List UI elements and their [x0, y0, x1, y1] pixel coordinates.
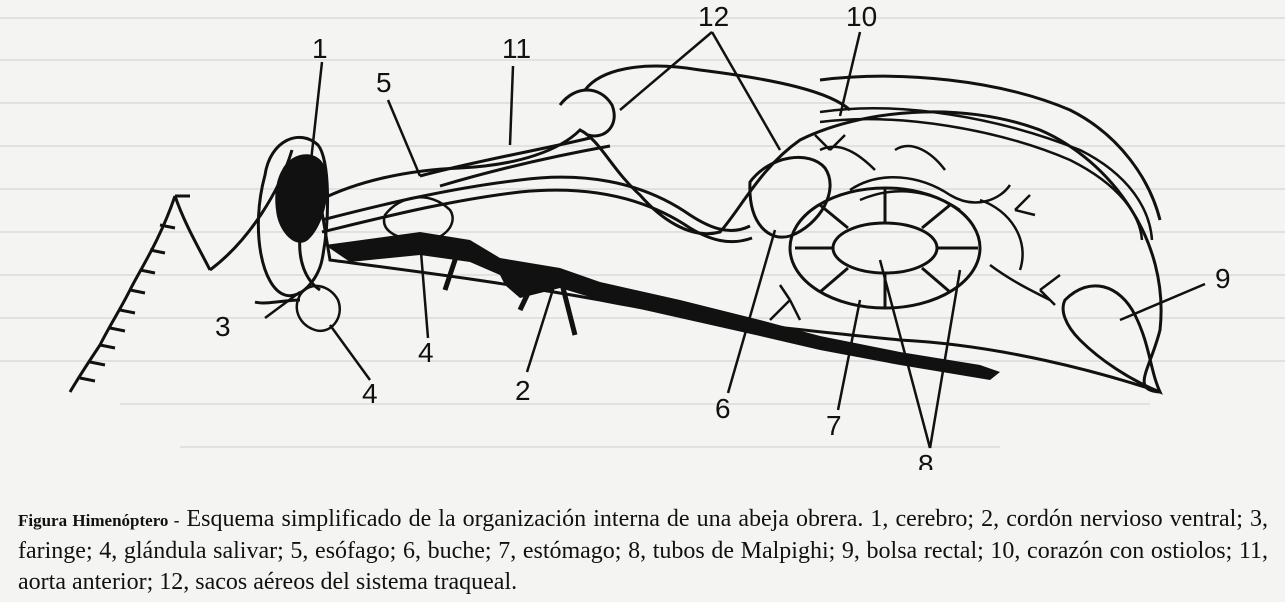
malpighian-tubules [819, 144, 1051, 302]
heart-vessel [819, 107, 1154, 241]
crop [748, 155, 832, 239]
figure-caption: Figura Himenóptero - Esquema simplificad… [18, 504, 1268, 598]
stomach [788, 186, 982, 310]
label-malpighian-tubules: 8 [918, 449, 934, 470]
pharynx [298, 235, 321, 292]
label-brain: 1 [312, 33, 328, 64]
label-tracheal-air-sacs: 12 [698, 1, 729, 32]
caption-label: Figura Himenóptero - [18, 511, 180, 530]
label-heart: 10 [846, 1, 877, 32]
rectal-sac [1061, 284, 1163, 395]
salivary-glands [295, 196, 454, 333]
page-bleed-through [0, 17, 1285, 448]
bee-anatomy-drawing: 1 2 3 4 4 4 5 6 7 8 9 10 11 12 [0, 1, 1285, 470]
label-crop: 6 [715, 393, 731, 424]
label-stomach: 7 [826, 410, 842, 441]
bee-anatomy-figure: 1 2 3 4 4 4 5 6 7 8 9 10 11 12 [0, 1, 1285, 470]
label-oesophagus: 5 [376, 67, 392, 98]
nerve-branches [442, 244, 578, 336]
label-pharynx: 3 [215, 311, 231, 342]
label-ventral-nerve-cord: 2 [515, 375, 531, 406]
label-anterior-aorta: 11 [502, 33, 531, 64]
tracheal-branches [769, 134, 1061, 321]
brain [275, 154, 328, 243]
label-salivary-gland-b: 4 [418, 337, 434, 368]
caption-text: Esquema simplificado de la organización … [18, 506, 1269, 595]
ventral-nerve-cord [325, 232, 1000, 380]
label-rectal-sac: 9 [1215, 263, 1231, 294]
antenna-segments [79, 194, 190, 383]
label-salivary-gland-a: 4 [362, 378, 378, 409]
part-number-labels: 1 2 3 4 4 4 5 6 7 8 9 10 11 12 [215, 1, 1231, 470]
leader-lines [264, 31, 1206, 449]
body-outline [68, 64, 1163, 394]
